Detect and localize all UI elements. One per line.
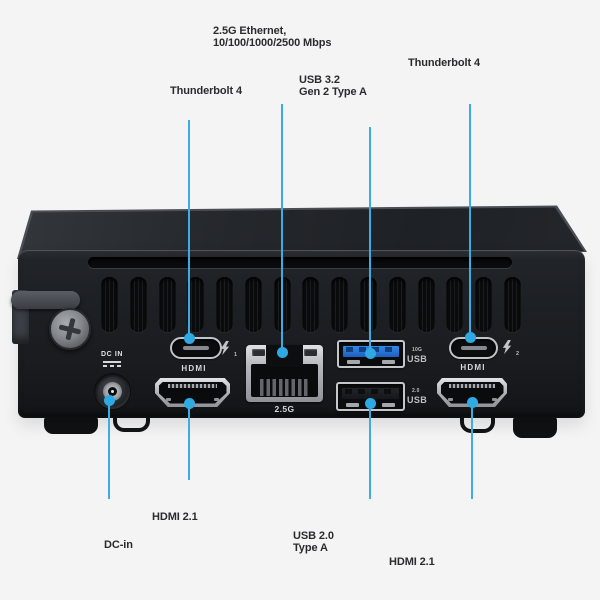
usb-c-tongue <box>183 346 209 350</box>
callout-line-usb20 <box>369 403 371 499</box>
thunderbolt-port-1 <box>170 337 222 359</box>
hdmi-contact <box>213 398 219 401</box>
callout-label-line: USB 3.2 <box>299 74 340 86</box>
callout-label-hdmi-left: HDMI 2.1 <box>152 511 198 523</box>
rubber-foot-right <box>513 417 557 438</box>
vent-slot <box>158 277 176 332</box>
callout-dot-thunderbolt-right <box>465 332 476 343</box>
callout-label-line: 2.5G Ethernet, <box>213 25 287 37</box>
vent-slot <box>417 277 435 332</box>
callout-line-usb32 <box>369 127 371 353</box>
vent-slot <box>503 277 521 332</box>
callout-line-hdmi-left <box>188 403 190 480</box>
usb-spring-clip <box>382 360 395 364</box>
callout-label-dc-in: DC-in <box>104 539 133 551</box>
usb-spring-clip <box>347 360 360 364</box>
dc-voltage-icon <box>103 361 121 368</box>
thunderbolt-icon: 1 <box>220 340 237 358</box>
ethernet-led-right <box>304 349 317 356</box>
callout-dot-dc-in <box>104 395 115 406</box>
cable-hook-left <box>113 416 150 432</box>
vent-slot <box>129 277 147 332</box>
callout-label-usb20: USB 2.0 Type A <box>293 530 334 554</box>
vent-slot <box>446 277 464 332</box>
dc-jack-glint <box>111 390 114 393</box>
callout-line-thunderbolt-left <box>188 120 190 339</box>
thunderbolt-port-number: 1 <box>233 352 237 358</box>
usb-spring-clip <box>382 403 395 407</box>
vent-slot <box>101 277 118 332</box>
callout-label-hdmi-right: HDMI 2.1 <box>389 556 435 568</box>
rubber-foot-left <box>44 417 98 434</box>
hdmi-pin-row <box>167 384 218 388</box>
vent-slot <box>244 277 262 332</box>
usb-tongue <box>342 388 399 399</box>
vent-slot <box>331 277 349 332</box>
vent-slot <box>475 277 493 332</box>
callout-dot-ethernet <box>277 347 288 358</box>
hdmi-pin-row <box>448 384 496 388</box>
callout-label-line: Gen 2 Type A <box>299 86 367 98</box>
dc-jack-hole <box>108 387 117 396</box>
usb-c-tongue <box>460 346 487 350</box>
hdmi-contact <box>447 398 453 401</box>
callout-label-thunderbolt-left: Thunderbolt 4 <box>170 85 243 97</box>
ethernet-speed-label: 2.5G <box>274 404 295 414</box>
usb20-name-label: USB <box>407 395 428 405</box>
usb-contacts <box>345 389 396 394</box>
hdmi-contact <box>491 398 497 401</box>
callout-dot-hdmi-right <box>467 397 478 408</box>
callout-dot-hdmi-left <box>184 398 195 409</box>
callout-line-dc-in <box>108 400 110 499</box>
callout-line-thunderbolt-right <box>469 104 471 338</box>
callout-label-usb32: USB 3.2 Gen 2 Type A <box>299 74 367 98</box>
chassis-top-groove <box>88 257 512 268</box>
usb20-speed-label: 2.0 <box>412 388 420 394</box>
ethernet-port <box>246 345 323 402</box>
hdmi-port-label-right: HDMI <box>460 363 486 372</box>
rj45-pins <box>260 379 309 396</box>
cable-hook-right <box>460 416 495 433</box>
callout-line-hdmi-right <box>471 402 473 499</box>
vent-slot <box>187 277 205 332</box>
callout-label-line: Type A <box>293 542 328 554</box>
callout-dot-usb20 <box>365 398 376 409</box>
usb32-name-label: USB <box>407 354 428 364</box>
vent-slot <box>216 277 234 332</box>
lock-bracket-arm <box>11 291 80 309</box>
callout-label-line: 10/100/1000/2500 Mbps <box>213 37 332 49</box>
callout-label-ethernet: 2.5G Ethernet, 10/100/1000/2500 Mbps <box>213 25 331 49</box>
hdmi-contact <box>166 398 172 401</box>
vent-grille <box>101 277 521 332</box>
callout-label-line: USB 2.0 <box>293 530 334 542</box>
hdmi-port-left <box>155 378 230 407</box>
vent-slot <box>388 277 406 332</box>
dc-in-port-label: DC IN <box>100 351 124 358</box>
thunderbolt-port-number: 2 <box>515 351 519 357</box>
usb-spring-clip <box>346 403 359 407</box>
vent-slot <box>302 277 320 332</box>
thunderbolt-port-2 <box>449 337 498 359</box>
thunderbolt-icon: 2 <box>502 339 519 357</box>
callout-line-ethernet <box>281 104 283 353</box>
callout-dot-thunderbolt-left <box>184 333 195 344</box>
callout-dot-usb32 <box>365 348 376 359</box>
callout-label-thunderbolt-right: Thunderbolt 4 <box>408 57 481 69</box>
vent-slot <box>360 277 378 332</box>
lock-screw <box>49 308 91 350</box>
chassis-top-surface <box>20 207 584 257</box>
usb32-speed-label: 10G <box>412 347 423 353</box>
hdmi-port-label-left: HDMI <box>181 364 207 373</box>
ethernet-led-left <box>252 349 265 356</box>
